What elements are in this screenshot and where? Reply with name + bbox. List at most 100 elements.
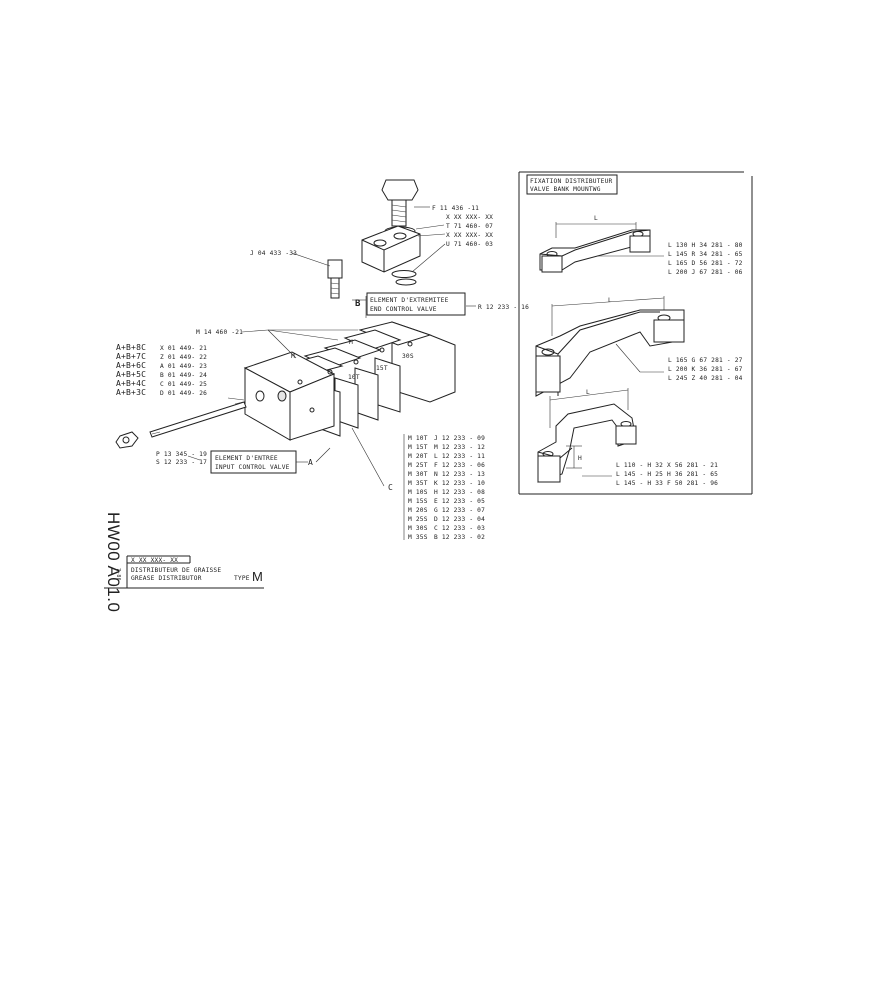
distributor-stack bbox=[243, 321, 456, 441]
element-ref: B 12 233 - 02 bbox=[434, 534, 485, 541]
element-code: M 30T bbox=[408, 471, 428, 478]
element-ref: J 12 233 - 09 bbox=[434, 435, 485, 442]
assembly-code: A+B+7C bbox=[116, 352, 146, 361]
mount-spec-line: L 200 J 67 281 - 06 bbox=[668, 269, 743, 276]
part-label-r: R 12 233 - 16 bbox=[478, 304, 529, 311]
part-label-u: U 71 460- 03 bbox=[446, 241, 493, 248]
input-valve-en: INPUT CONTROL VALVE bbox=[215, 464, 290, 471]
block-mark-m2: M bbox=[349, 339, 353, 346]
element-ref: H 12 233 - 08 bbox=[434, 489, 485, 496]
type-label: TYPE bbox=[234, 575, 250, 582]
assembly-ref: A 01 449- 23 bbox=[160, 363, 207, 370]
element-code: M 15T bbox=[408, 444, 428, 451]
element-ref: D 12 233 - 04 bbox=[434, 516, 485, 523]
element-code: M 20S bbox=[408, 507, 428, 514]
assembly-list: A+B+8C X 01 449- 21 A+B+7C Z 01 449- 22 … bbox=[116, 343, 207, 397]
side-mark: 7-86 bbox=[115, 568, 121, 581]
nut-drawing bbox=[115, 431, 139, 449]
element-list: M 10T J 12 233 - 09 M 15T M 12 233 - 12 … bbox=[408, 435, 485, 541]
fitting-drawing bbox=[327, 259, 343, 299]
element-ref: C 12 233 - 03 bbox=[434, 525, 485, 532]
mount-spec-line: L 165 D 56 281 - 72 bbox=[668, 260, 743, 267]
end-block-drawing bbox=[361, 225, 421, 273]
mount-spec-line: L 145 R 34 281 - 65 bbox=[668, 251, 743, 258]
element-ref: K 12 233 - 10 bbox=[434, 480, 485, 487]
input-valve-fr: ELEMENT D'ENTREE bbox=[215, 455, 278, 462]
bracket-u-drawing: L H bbox=[537, 388, 637, 483]
element-code: M 25T bbox=[408, 462, 428, 469]
end-valve-en: END CONTROL VALVE bbox=[370, 306, 437, 313]
seal-ring bbox=[391, 270, 417, 278]
mounting-panel: FIXATION DISTRIBUTEUR VALVE BANK MOUNTWG… bbox=[518, 171, 753, 495]
type-value: M bbox=[252, 569, 263, 584]
element-code: M 35S bbox=[408, 534, 428, 541]
doc-code: HW00 A01.0 bbox=[104, 512, 123, 612]
mount-spec-line: L 165 G 67 281 - 27 bbox=[668, 357, 743, 364]
part-label-s: S 12 233 - 17 bbox=[156, 459, 207, 466]
mount-spec-line: L 245 Z 40 281 - 04 bbox=[668, 375, 743, 382]
seal-ring-2 bbox=[395, 278, 417, 286]
assembly-code: A+B+5C bbox=[116, 370, 146, 379]
assembly-ref: B 01 449- 24 bbox=[160, 372, 207, 379]
tie-rod-drawing bbox=[149, 401, 247, 438]
part-label-p: P 13 345 - 19 bbox=[156, 451, 207, 458]
mount-spec-line: L 145 - H 33 F 50 281 - 96 bbox=[616, 480, 718, 487]
assembly-code: A+B+4C bbox=[116, 379, 146, 388]
element-code: M 35T bbox=[408, 480, 428, 487]
callout-b: B bbox=[355, 299, 361, 309]
mount-spec-line: L 200 K 36 281 - 67 bbox=[668, 366, 743, 373]
element-ref: N 12 233 - 13 bbox=[434, 471, 485, 478]
part-label-t: T 71 460- 07 bbox=[446, 223, 493, 230]
bracket-flat-drawing: L bbox=[539, 215, 651, 273]
part-label-f: F 11 436 -11 bbox=[432, 205, 479, 212]
element-ref: M 12 233 - 12 bbox=[434, 444, 485, 451]
end-valve-fr: ELEMENT D'EXTREMITEE bbox=[370, 297, 449, 304]
callout-c: C bbox=[388, 483, 393, 492]
block-mark-m1: M bbox=[291, 353, 295, 360]
input-valve-box bbox=[210, 450, 297, 474]
dimension-h: H bbox=[578, 455, 582, 462]
mount-spec-line: L 145 - H 25 H 36 281 - 65 bbox=[616, 471, 718, 478]
mounting-title-en: VALVE BANK MOUNTWG bbox=[530, 186, 601, 193]
element-code: M 10T bbox=[408, 435, 428, 442]
element-code: M 15S bbox=[408, 498, 428, 505]
block-mark-10t: 10T bbox=[348, 374, 360, 381]
callout-a: A bbox=[308, 458, 313, 467]
dimension-l-2: L bbox=[608, 297, 612, 304]
assembly-ref: X 01 449- 21 bbox=[160, 345, 207, 352]
assembly-code: A+B+6C bbox=[116, 361, 146, 370]
assembly-code: A+B+3C bbox=[116, 388, 146, 397]
element-code: M 20T bbox=[408, 453, 428, 460]
assembly-ref: C 01 449- 25 bbox=[160, 381, 207, 388]
element-code: M 10S bbox=[408, 489, 428, 496]
part-label-x1: X XX XXX- XX bbox=[446, 214, 493, 221]
title-block: HW00 A01.0 7-86 X XX XXX- XX DISTRIBUTEU… bbox=[104, 512, 264, 612]
mounting-title-fr: FIXATION DISTRIBUTEUR bbox=[530, 178, 613, 185]
block-mark-15t: 15T bbox=[376, 365, 388, 372]
dimension-l-1: L bbox=[594, 215, 598, 222]
part-label-j: J 04 433 -33 bbox=[250, 250, 297, 257]
mount-spec-line: L 110 - H 32 X 56 281 - 21 bbox=[616, 462, 718, 469]
element-ref: G 12 233 - 07 bbox=[434, 507, 485, 514]
title-fr: DISTRIBUTEUR DE GRAISSE bbox=[131, 567, 221, 574]
element-code: M 25S bbox=[408, 516, 428, 523]
assembly-code: A+B+8C bbox=[116, 343, 146, 352]
title-en: GREASE DISTRIBUTOR bbox=[131, 575, 202, 582]
assembly-ref: D 01 449- 26 bbox=[160, 390, 207, 397]
bracket-raised-drawing: L bbox=[535, 296, 685, 397]
element-code: M 30S bbox=[408, 525, 428, 532]
block-mark-30s: 30S bbox=[402, 353, 414, 360]
leader-lines bbox=[187, 206, 476, 540]
ref-number: X XX XXX- XX bbox=[131, 557, 178, 564]
mounting-title-box bbox=[526, 174, 618, 195]
mount-spec-line: L 130 H 34 281 - 80 bbox=[668, 242, 743, 249]
element-ref: L 12 233 - 11 bbox=[434, 453, 485, 460]
bolt-drawing bbox=[381, 179, 419, 227]
element-ref: F 12 233 - 06 bbox=[434, 462, 485, 469]
part-label-x2: X XX XXX- XX bbox=[446, 232, 493, 239]
assembly-ref: Z 01 449- 22 bbox=[160, 354, 207, 361]
part-label-m: M 14 460 -21 bbox=[196, 329, 243, 336]
element-ref: E 12 233 - 05 bbox=[434, 498, 485, 505]
